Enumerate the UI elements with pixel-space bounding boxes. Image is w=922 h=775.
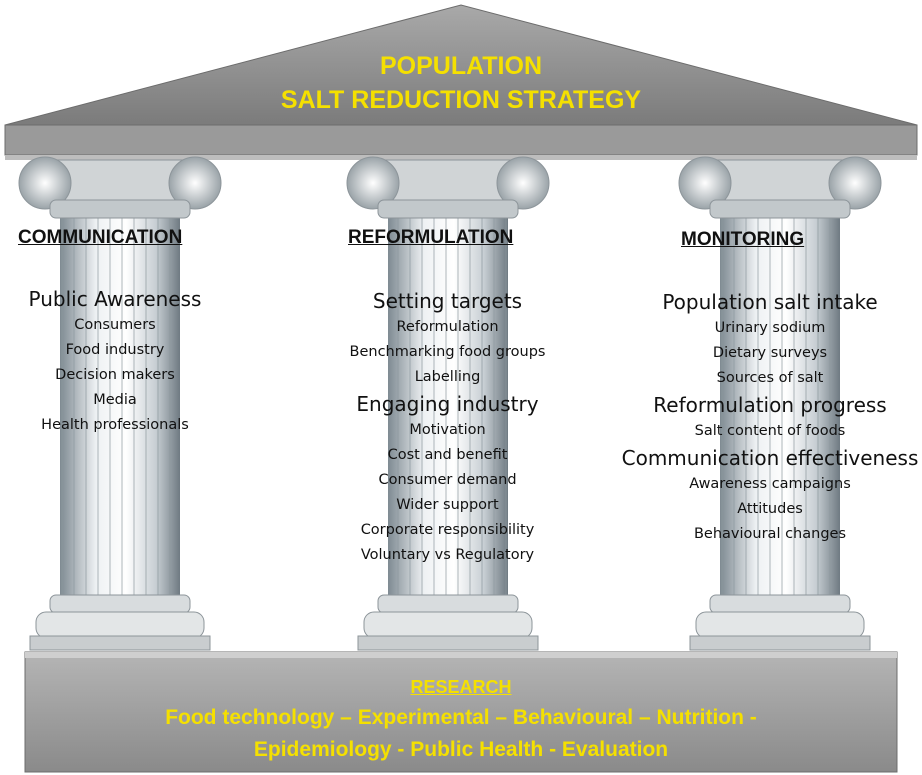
pillar-heading-communication: COMMUNICATION (18, 227, 183, 248)
pillar-heading-monitoring: MONITORING (681, 229, 805, 250)
group-title: Population salt intake (662, 290, 878, 314)
list-item: Wider support (396, 497, 499, 513)
list-item: Behavioural changes (693, 526, 847, 542)
group-title: Public Awareness (28, 287, 202, 311)
column-3 (678, 156, 882, 651)
column-2 (346, 156, 550, 651)
group-title: Reformulation progress (653, 393, 887, 417)
pillar-reformulation-content: Setting targets Reformulation Benchmarki… (330, 287, 565, 568)
group-title: Engaging industry (356, 392, 539, 416)
list-item: Reformulation (396, 319, 499, 335)
list-item: Awareness campaigns (689, 476, 851, 492)
group-title: Communication effectiveness (621, 446, 919, 470)
list-item: Health professionals (41, 417, 189, 433)
list-item: Cost and benefit (387, 447, 508, 463)
list-item: Consumer demand (378, 472, 517, 488)
pillar-heading-reformulation: REFORMULATION (348, 227, 514, 248)
base-block (24, 651, 898, 773)
list-item: Voluntary vs Regulatory (360, 547, 535, 563)
list-item: Dietary surveys (712, 345, 828, 361)
base-line2: Epidemiology - Public Health - Evaluatio… (253, 738, 669, 761)
pillar-monitoring-content: Population salt intake Urinary sodium Di… (618, 288, 922, 547)
list-item: Labelling (414, 369, 481, 385)
roof-title-line1: POPULATION (379, 52, 543, 80)
pillar-communication-content: Public Awareness Consumers Food industry… (0, 285, 230, 438)
base-line1: Food technology – Experimental – Behavio… (165, 706, 757, 729)
list-item: Benchmarking food groups (349, 344, 546, 360)
list-item: Consumers (74, 317, 156, 333)
list-item: Food industry (65, 342, 165, 358)
list-item: Motivation (409, 422, 486, 438)
roof-title-line2: SALT REDUCTION STRATEGY (280, 86, 642, 114)
entablature (4, 124, 918, 156)
group-title: Setting targets (372, 289, 523, 313)
list-item: Sources of salt (716, 370, 824, 386)
list-item: Salt content of foods (694, 423, 846, 439)
list-item: Corporate responsibility (360, 522, 535, 538)
list-item: Decision makers (55, 367, 175, 383)
column-1 (18, 156, 222, 651)
list-item: Attitudes (737, 501, 803, 517)
list-item: Urinary sodium (714, 320, 826, 336)
base-title: RESEARCH (410, 677, 512, 697)
list-item: Media (93, 392, 137, 408)
